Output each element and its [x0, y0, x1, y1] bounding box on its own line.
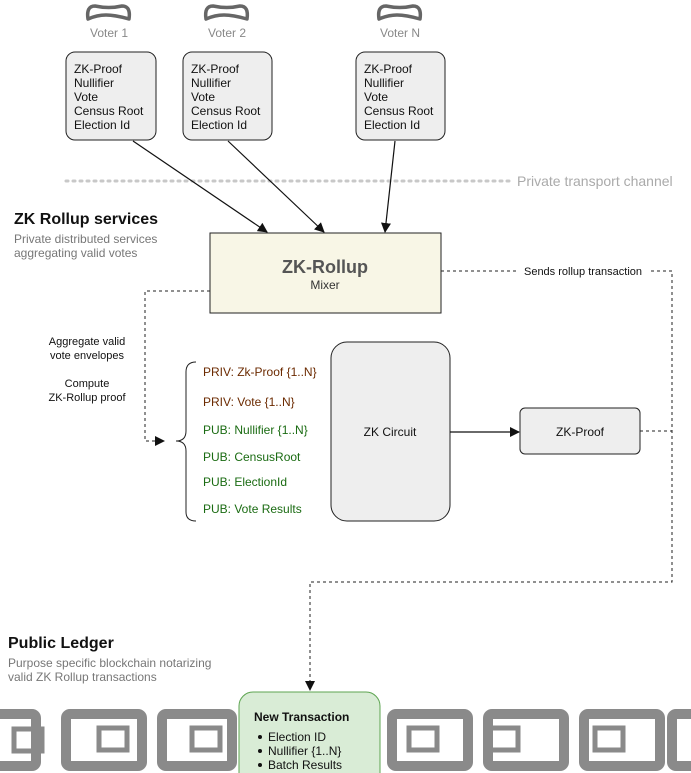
voter-n-field: Nullifier	[364, 76, 404, 90]
voter-n-label: Voter N	[380, 26, 420, 40]
transaction-bullet	[258, 749, 262, 753]
voter-1-field: Census Root	[74, 104, 144, 118]
transaction-item: Election ID	[268, 730, 326, 744]
voter-2-field: Election Id	[191, 118, 247, 132]
voter-1-field: Nullifier	[74, 76, 114, 90]
voter-1-field: Vote	[74, 90, 98, 104]
voter-n: Voter N ZK-Proof Nullifier Vote Census R…	[355, 4, 446, 141]
voter-n-icon	[376, 4, 423, 21]
circuit-inputs: PRIV: Zk-Proof {1..N} PRIV: Vote {1..N} …	[203, 365, 317, 516]
voter-2-label: Voter 2	[208, 26, 246, 40]
zk-proof-box: ZK-Proof	[519, 407, 641, 455]
ledger-title: Public Ledger	[8, 635, 114, 652]
rollup-services-subtitle: Private distributed services	[14, 232, 157, 246]
compute-note: Compute	[65, 378, 110, 390]
voter-1-label: Voter 1	[90, 26, 128, 40]
circuit-input-public: PUB: ElectionId	[203, 475, 287, 489]
transaction-title: New Transaction	[254, 710, 349, 724]
circuit-input-private: PRIV: Zk-Proof {1..N}	[203, 365, 317, 379]
voter-n-envelope	[355, 51, 446, 141]
aggregate-note: vote envelopes	[50, 350, 124, 362]
voter-n-field: Vote	[364, 90, 388, 104]
circuit-input-public: PUB: CensusRoot	[203, 450, 301, 464]
inputs-brace	[175, 361, 197, 522]
voter-2-envelope	[182, 51, 273, 141]
zk-rollup-title: ZK-Rollup	[282, 257, 368, 277]
new-transaction-box: New Transaction Election ID Nullifier {1…	[238, 691, 381, 773]
voter-n-field: Election Id	[364, 118, 420, 132]
voter-1-envelope	[65, 51, 157, 141]
transaction-bullet	[258, 763, 262, 767]
voter-2-field: Census Root	[191, 104, 261, 118]
compute-note: ZK-Rollup proof	[48, 392, 126, 404]
voter-2-icon	[203, 4, 250, 21]
transaction-item: Batch Results	[268, 758, 342, 772]
rollup-to-inputs-line	[144, 290, 210, 446]
rollup-services-subtitle: aggregating valid votes	[14, 246, 137, 260]
zk-circuit-box: ZK Circuit	[330, 341, 451, 522]
voter-1-field: ZK-Proof	[74, 62, 123, 76]
voter-n-arrow	[381, 140, 396, 233]
voter-n-field: Census Root	[364, 104, 434, 118]
circuit-input-public: PUB: Vote Results	[203, 502, 302, 516]
voter-2-field: Nullifier	[191, 76, 231, 90]
circuit-input-public: PUB: Nullifier {1..N}	[203, 423, 308, 437]
sends-transaction-label: Sends rollup transaction	[524, 266, 642, 278]
voter-2-field: ZK-Proof	[191, 62, 240, 76]
voter-n-field: ZK-Proof	[364, 62, 413, 76]
voter-1-field: Election Id	[74, 118, 130, 132]
transaction-item: Nullifier {1..N}	[268, 744, 341, 758]
transaction-bullet	[258, 735, 262, 739]
voter-2: Voter 2 ZK-Proof Nullifier Vote Census R…	[182, 4, 273, 141]
zk-rollup-subtitle: Mixer	[310, 278, 339, 292]
voter-1-arrow	[132, 140, 268, 233]
circuit-input-private: PRIV: Vote {1..N}	[203, 395, 295, 409]
transport-channel-label: Private transport channel	[517, 173, 673, 189]
voter-1-icon	[85, 4, 132, 21]
zk-circuit-label: ZK Circuit	[364, 425, 417, 439]
sends-transaction-line	[305, 270, 673, 691]
aggregate-note: Aggregate valid	[49, 336, 125, 348]
voter-2-field: Vote	[191, 90, 215, 104]
blockchain-chain-icon	[0, 709, 237, 771]
rollup-services-title: ZK Rollup services	[14, 211, 158, 228]
ledger-subtitle: valid ZK Rollup transactions	[8, 670, 157, 684]
voter-2-arrow	[227, 140, 325, 233]
zk-proof-label: ZK-Proof	[556, 425, 605, 439]
blockchain-chain-icon	[387, 709, 691, 771]
ledger-subtitle: Purpose specific blockchain notarizing	[8, 656, 211, 670]
voter-1: Voter 1 ZK-Proof Nullifier Vote Census R…	[65, 4, 157, 141]
zk-rollup-box: ZK-Rollup Mixer	[209, 232, 442, 314]
